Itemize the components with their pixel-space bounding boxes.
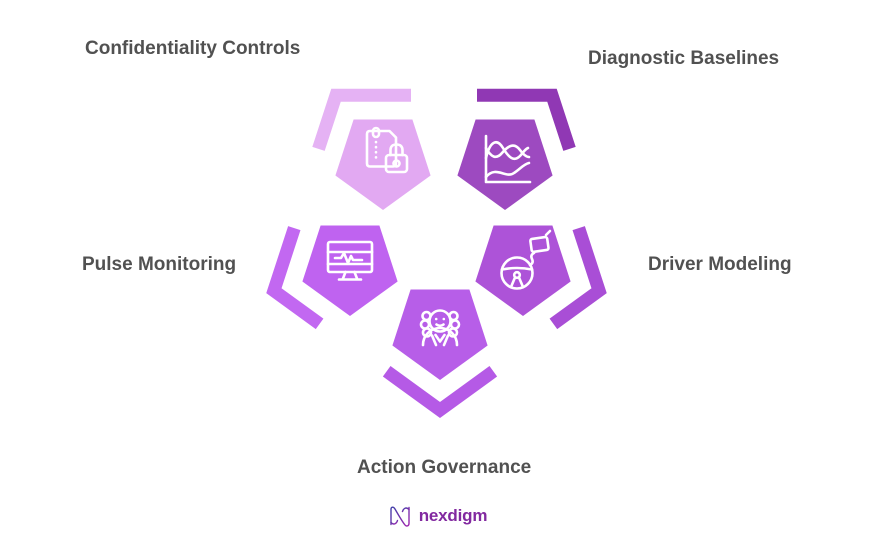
node-action-governance — [345, 235, 535, 425]
label-diagnostic-baselines: Diagnostic Baselines — [588, 48, 780, 69]
pentagon-shape — [335, 119, 431, 210]
arc-segment — [312, 88, 411, 151]
node-diagnostic-baselines — [410, 65, 600, 255]
arc-segment — [477, 88, 576, 151]
arc-segment — [549, 226, 607, 330]
label-pulse-monitoring: Pulse Monitoring — [82, 254, 237, 275]
brand-logo: nexdigm — [0, 500, 874, 532]
brand-name: nexdigm — [418, 506, 488, 525]
node-confidentiality-controls — [288, 65, 478, 255]
pentagon-shape — [392, 289, 488, 380]
steering-wheel-icon — [500, 229, 552, 290]
label-action-governance: Action Governance — [357, 457, 532, 478]
node-pulse-monitoring — [255, 171, 445, 361]
pentagon-shape — [457, 119, 553, 210]
arc-segment — [266, 226, 324, 330]
pentagon-shape — [475, 225, 571, 316]
nexdigm-mark-icon — [390, 506, 410, 527]
label-confidentiality-controls: Confidentiality Controls — [85, 38, 301, 59]
line-chart-icon — [484, 134, 532, 184]
monitor-pulse-icon — [326, 240, 374, 281]
label-driver-modeling: Driver Modeling — [648, 254, 792, 275]
node-driver-modeling — [428, 171, 618, 361]
arc-segment — [382, 366, 498, 419]
zip-file-lock-icon — [365, 126, 409, 174]
judge-icon — [419, 309, 461, 347]
